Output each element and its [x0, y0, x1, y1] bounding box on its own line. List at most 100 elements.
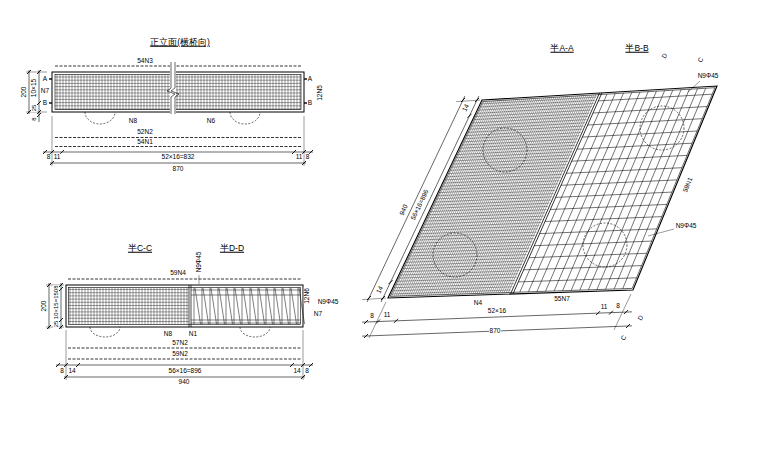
dimension-tick: [76, 363, 80, 367]
extension-line: [369, 302, 386, 338]
dimension-tick: [309, 363, 313, 367]
dimension-text: 870: [172, 166, 184, 173]
rebar-mark: N9Φ45: [675, 223, 697, 230]
dimension-text: 8: [305, 367, 310, 374]
dimension-line: [29, 70, 30, 114]
rebar-mark: N8: [128, 118, 137, 125]
dimension-text: 56×16=896: [410, 188, 430, 221]
pile-outline: [90, 327, 120, 337]
half-section-line: [511, 93, 602, 294]
dimension-text: 11: [600, 304, 608, 311]
dimension-line: [50, 163, 306, 164]
section-tick: [49, 102, 52, 103]
section-tick: [49, 78, 52, 79]
dimension-text: 8: [305, 154, 310, 161]
extension-line: [614, 294, 631, 330]
dimension-tick: [389, 280, 393, 284]
rebar-line: [68, 359, 301, 360]
extension-line: [362, 298, 386, 300]
dimension-line: [381, 96, 479, 302]
dimension-text: 52×16: [487, 308, 506, 315]
pile-outline: [583, 223, 627, 267]
extension-line: [303, 330, 304, 380]
pile-outline: [433, 233, 477, 277]
dimension-tick: [59, 287, 63, 291]
section-mark: B: [307, 100, 312, 107]
dimension-tick: [394, 319, 398, 323]
section-mark: D: [661, 52, 669, 60]
rebar-mark: 59N2: [172, 351, 189, 358]
rebar-mark: 52N2: [137, 129, 154, 136]
rebar-mark: 57N2: [172, 340, 189, 347]
dimension-tick: [609, 311, 613, 315]
dimension-tick: [364, 334, 368, 338]
rebar-mark: 12N5: [317, 85, 324, 102]
dimension-text: 8: [31, 117, 37, 121]
view-title: 正立面(横桥向): [150, 38, 211, 47]
dimension-text: 8: [46, 154, 51, 161]
dimension-tick: [624, 310, 628, 314]
rebar-grid: [518, 88, 712, 292]
rebar-mark: N7: [40, 88, 49, 95]
rebar-mark: N8: [163, 331, 172, 338]
break-line: [167, 62, 175, 114]
dimension-line: [64, 377, 305, 378]
dimension-text: 200: [41, 300, 48, 312]
section-mark: C: [620, 334, 628, 342]
cap-outline: [388, 86, 717, 298]
dimension-text: 25: [53, 320, 59, 328]
dimension-tick: [37, 101, 41, 105]
view-title: 半A-A: [550, 44, 574, 53]
cap-inner-outline: [69, 288, 301, 325]
dimension-text: 14: [461, 103, 470, 113]
half-section-line: [189, 285, 190, 327]
dimension-text: 940: [399, 203, 410, 217]
extension-line: [456, 100, 480, 102]
cap-inner-outline: [390, 88, 715, 297]
pile-outline: [240, 327, 270, 337]
section-mark: A: [42, 76, 47, 83]
dimension-text: 11: [53, 154, 61, 161]
section-mark: A: [307, 76, 312, 83]
rebar-mark: N9Φ45: [317, 299, 339, 306]
dimension-tick: [364, 320, 368, 324]
dimension-text: 11: [383, 312, 391, 319]
dimension-text: 14: [375, 285, 384, 295]
cap-inner-outline: [55, 75, 301, 110]
dimension-text: 52×16=832: [161, 154, 195, 161]
cap-outline: [52, 72, 304, 112]
drawing-group: [26, 62, 717, 380]
rebar-mark: N4: [473, 300, 482, 307]
extension-line: [26, 72, 47, 73]
pile-outline: [640, 106, 684, 150]
rebar-mark: 59N1: [682, 176, 694, 194]
rebar-mark: N7: [313, 311, 322, 318]
rebar-mark: 54N1: [137, 139, 154, 146]
view-title: 半B-B: [625, 44, 649, 53]
dimension-tick: [59, 318, 63, 322]
rebar-grid: [391, 95, 596, 296]
rebar-line: [68, 348, 301, 349]
half-section-line: [191, 285, 192, 327]
leader-line: [199, 275, 200, 284]
rebar-grid: [55, 75, 301, 110]
break-line: [171, 62, 179, 114]
dimension-line: [43, 152, 313, 153]
extension-line: [66, 330, 67, 380]
dimension-text: 10×15: [31, 78, 38, 97]
leader-line: [688, 81, 700, 92]
dimension-text: 10×15=150: [53, 288, 59, 319]
stirrup-lines: [191, 288, 305, 325]
rebar-line: [55, 66, 301, 67]
dimension-tick: [37, 113, 41, 117]
dimension-text: 200: [21, 86, 28, 98]
rebar-mark: N1: [188, 331, 197, 338]
dimension-text: 870: [489, 328, 501, 335]
leader-line: [648, 229, 674, 236]
rebar-grid: [69, 288, 189, 325]
rebar-mark: 59N4: [170, 270, 187, 277]
rebar-mark: N9Φ45: [196, 251, 203, 273]
dimension-text: 56×16=896: [168, 367, 202, 374]
